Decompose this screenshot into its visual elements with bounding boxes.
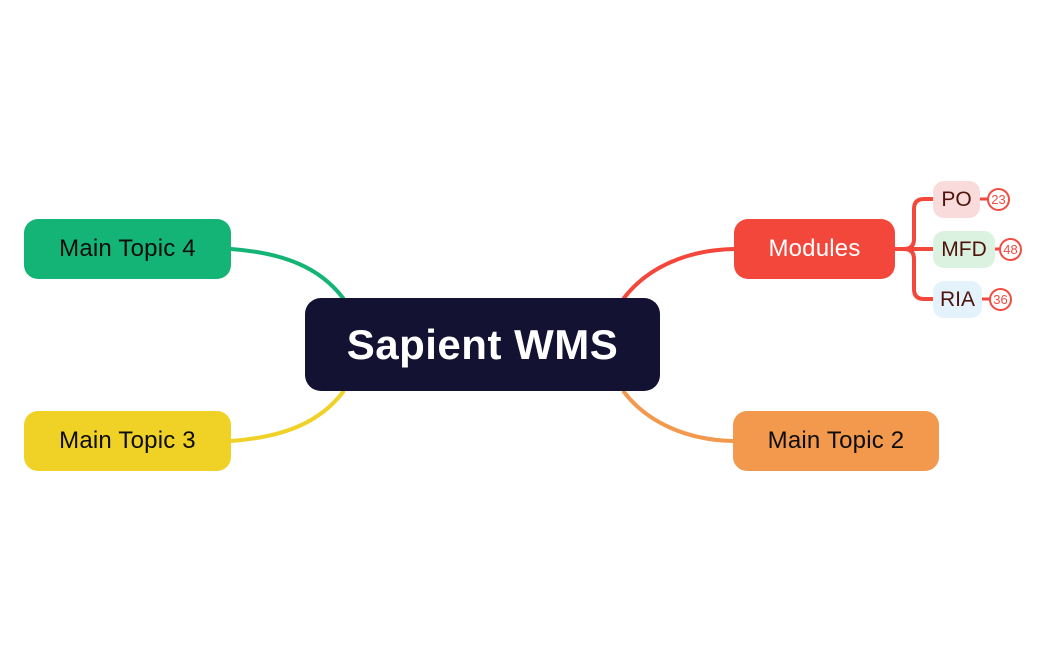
subtopic-node-mfd[interactable]: MFD (933, 231, 995, 268)
branch-node-main-topic-2[interactable]: Main Topic 2 (733, 411, 939, 471)
count-badge-value: 36 (993, 292, 1008, 307)
count-badge-value: 23 (991, 192, 1006, 207)
count-badge-mfd[interactable]: 48 (999, 238, 1022, 261)
edge-root-modules (622, 247, 736, 300)
root-node-sapient-wms[interactable]: Sapient WMS (305, 298, 660, 391)
subtopic-node-label: RIA (939, 287, 975, 311)
branch-node-main-topic-4[interactable]: Main Topic 4 (24, 219, 231, 279)
count-badge-po[interactable]: 23 (987, 188, 1010, 211)
branch-node-main-topic-3[interactable]: Main Topic 3 (24, 411, 231, 471)
count-badge-ria[interactable]: 36 (989, 288, 1012, 311)
branch-node-modules[interactable]: Modules (734, 219, 895, 279)
subtopic-node-label: MFD (941, 237, 987, 261)
subtopic-node-label: PO (941, 187, 972, 211)
branch-node-label: Main Topic 3 (59, 427, 196, 454)
branch-node-label: Modules (768, 235, 861, 262)
count-badge-value: 48 (1003, 242, 1018, 257)
branch-node-label: Main Topic 2 (767, 427, 905, 454)
edge-root-main-topic-2 (622, 390, 735, 443)
edge-modules-po (893, 197, 935, 251)
subtopic-node-po[interactable]: PO (933, 181, 980, 218)
subtopic-node-ria[interactable]: RIA (933, 281, 982, 318)
edge-modules-ria (893, 247, 935, 301)
root-node-label: Sapient WMS (346, 320, 619, 368)
edge-root-main-topic-3 (229, 390, 345, 443)
branch-node-label: Main Topic 4 (59, 235, 196, 262)
edge-root-main-topic-4 (229, 247, 345, 300)
